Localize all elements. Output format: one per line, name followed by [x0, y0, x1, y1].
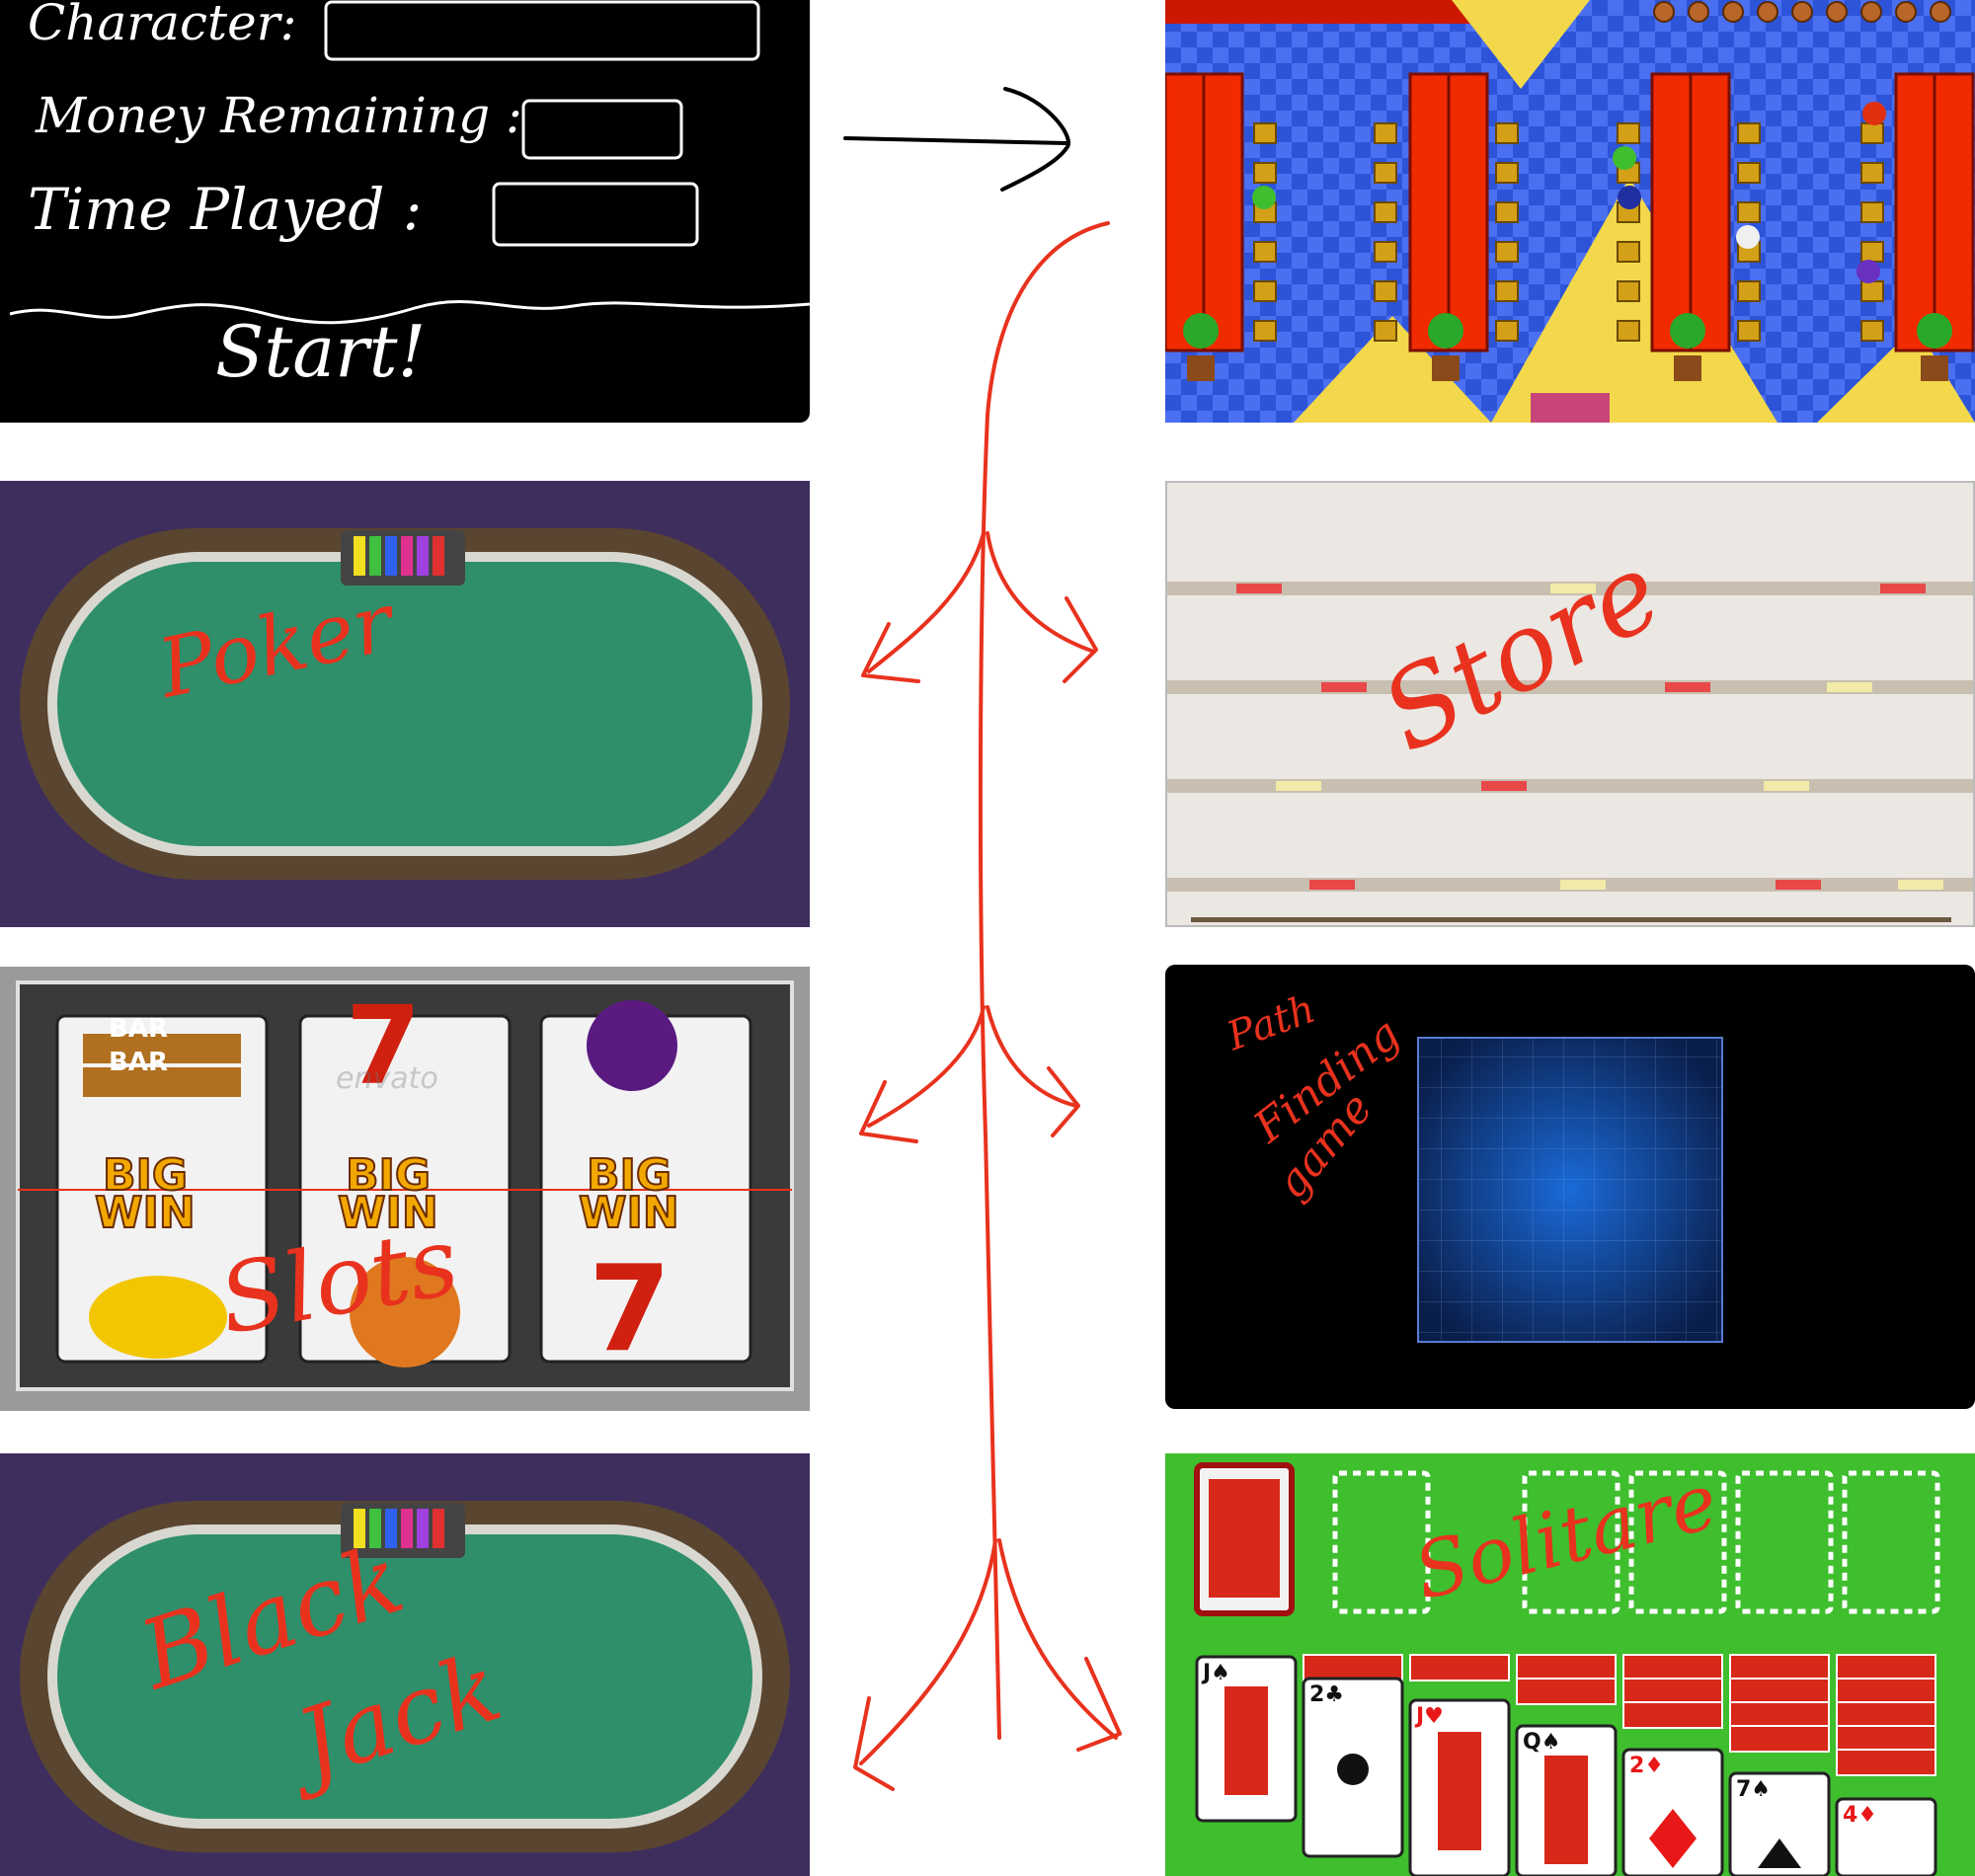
branch-to-slots: [867, 1005, 986, 1128]
reel-3-win-label: WIN: [578, 1187, 680, 1239]
npc-red-player: [1862, 102, 1886, 125]
card-jack-hearts[interactable]: J♥: [1416, 1704, 1444, 1729]
reel-1-win-label: WIN: [94, 1187, 197, 1239]
reel-1-big-label: BIG: [102, 1149, 189, 1202]
slots-arrowhead: [859, 1080, 918, 1143]
card-two-diamonds[interactable]: 2♦: [1629, 1754, 1665, 1778]
pathfinding-panel: Path Finding game: [1165, 965, 1975, 1409]
card-jack-spades[interactable]: J♠: [1203, 1661, 1230, 1685]
character-label: Character:: [28, 0, 297, 51]
card-two-clubs[interactable]: 2♣: [1309, 1682, 1345, 1707]
card-four-diamonds[interactable]: 4♦: [1843, 1803, 1878, 1828]
reel-2-seven-top: 7: [346, 982, 422, 1109]
envato-watermark: envato: [336, 1061, 438, 1096]
time-played-label: Time Played :: [28, 176, 423, 243]
casino-floor-panel: [1165, 0, 1975, 423]
branch-to-blackjack: [859, 1538, 997, 1765]
poker-arrowhead: [861, 622, 920, 683]
character-input-box[interactable]: [324, 0, 760, 61]
reel-3-big-label: BIG: [586, 1149, 672, 1202]
branch-to-solitaire: [997, 1538, 1118, 1740]
slot-machine: [16, 980, 794, 1391]
reel-1-bar-top: BAR: [109, 1014, 168, 1044]
store-panel: Store: [1165, 481, 1975, 927]
pathfinding-grid: [1417, 1037, 1723, 1343]
branch-to-store: [986, 531, 1096, 654]
npc-purple-player: [1856, 260, 1880, 283]
time-played-box: [492, 182, 699, 247]
branch-to-pathfinding: [986, 1005, 1078, 1108]
solitaire-board: [1194, 1462, 1940, 1876]
start-screen-panel: Character: Money Remaining : Time Played…: [0, 0, 810, 423]
reel-2-big-label: BIG: [345, 1149, 432, 1202]
branch-to-poker: [867, 531, 986, 673]
solitaire-panel: J♠ 2♣ J♥ Q♠ 2♦ 7♠ 4♦ Solitare: [1165, 1453, 1975, 1876]
money-remaining-box: [521, 99, 683, 160]
blackjack-table: [20, 1501, 790, 1852]
store-arrowhead: [1063, 596, 1098, 683]
npc-blue-player: [1618, 186, 1641, 209]
blackjack-panel: Black Jack: [0, 1453, 810, 1876]
pathfinding-arrowhead: [1047, 1066, 1080, 1137]
npc-green-player-2: [1613, 146, 1636, 170]
reel-1-bar-bottom: BAR: [109, 1048, 168, 1077]
solitaire-arrowhead: [1076, 1657, 1122, 1752]
start-screen-sketch: [9, 0, 810, 325]
casino-floor-map: [1165, 0, 1975, 423]
start-to-floor-arrow: [843, 136, 1068, 145]
poker-panel: Poker: [0, 481, 810, 927]
start-to-floor-arrowhead: [1000, 87, 1070, 192]
poker-table: [20, 528, 790, 880]
blackjack-arrowhead: [853, 1696, 895, 1791]
npc-white-player: [1736, 225, 1760, 249]
npc-green-player: [1252, 186, 1276, 209]
reel-3-seven-bottom: 7: [589, 1241, 672, 1378]
start-button[interactable]: Start!: [215, 310, 427, 393]
reel-2-win-label: WIN: [337, 1187, 439, 1239]
card-seven-spades[interactable]: 7♠: [1736, 1777, 1772, 1802]
card-queen-spades[interactable]: Q♠: [1523, 1730, 1561, 1755]
slots-panel: BAR BAR 7 7 BIG WIN BIG WIN BIG WIN enva…: [0, 967, 810, 1411]
divider-line: [9, 299, 810, 325]
floor-trunk-arrow: [978, 221, 1110, 1740]
store-shelves: [1167, 582, 1973, 922]
money-remaining-label: Money Remaining :: [36, 87, 522, 144]
